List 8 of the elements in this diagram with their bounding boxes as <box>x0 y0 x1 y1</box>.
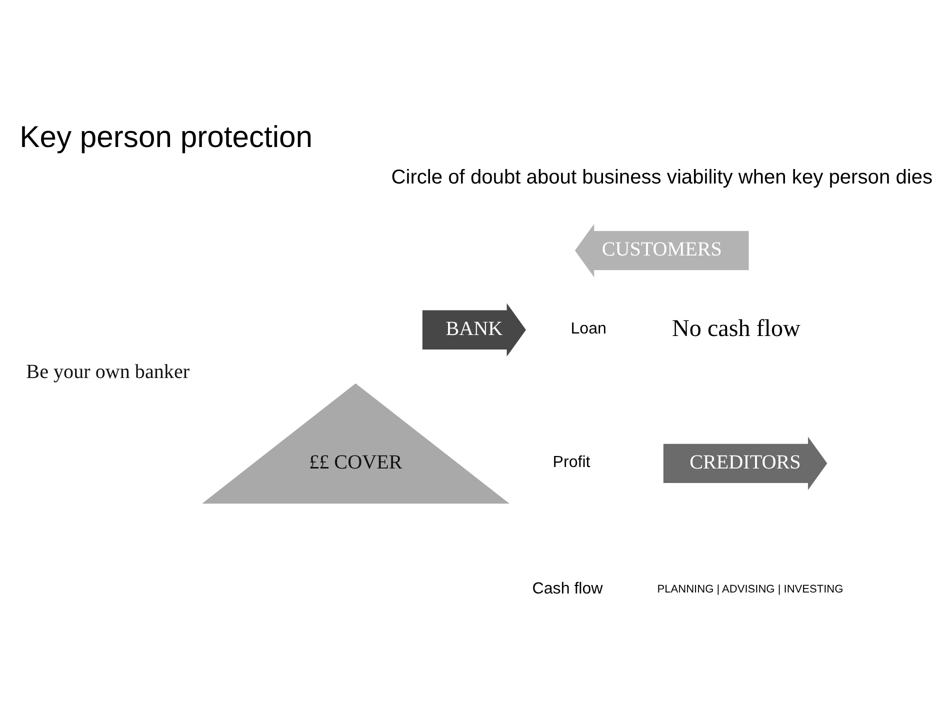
label: PLANNING | ADVISING | INVESTING <box>657 583 844 596</box>
label: Loan <box>570 319 606 338</box>
node-label: Be your own banker <box>26 360 190 383</box>
label: Profit <box>552 452 590 471</box>
label: No cash flow <box>672 316 800 342</box>
label: Cash flow <box>532 579 603 598</box>
label: Circle of doubt about business viability when key person dies <box>391 166 933 188</box>
diagram-title: Key person protection <box>20 120 313 154</box>
